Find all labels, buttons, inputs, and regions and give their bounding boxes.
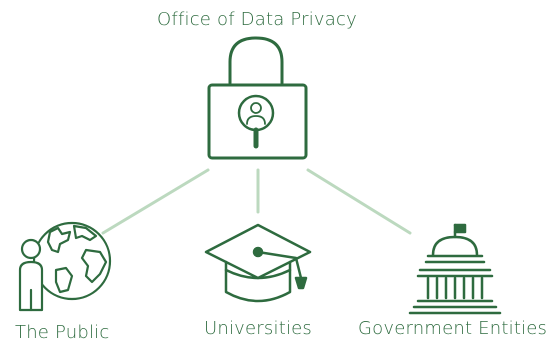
node-label-public: The Public	[15, 322, 110, 343]
graduation-cap-icon	[204, 223, 312, 303]
node-label-universities: Universities	[204, 318, 313, 339]
globe-person-icon	[18, 221, 112, 312]
connector-public	[101, 168, 210, 235]
padlock-person-search-icon	[207, 36, 308, 160]
government-building-icon	[408, 223, 502, 315]
connector-government	[306, 168, 412, 235]
node-label-government: Government Entities	[358, 318, 548, 339]
connectors	[101, 168, 412, 235]
top-label: Office of Data Privacy	[157, 9, 357, 30]
